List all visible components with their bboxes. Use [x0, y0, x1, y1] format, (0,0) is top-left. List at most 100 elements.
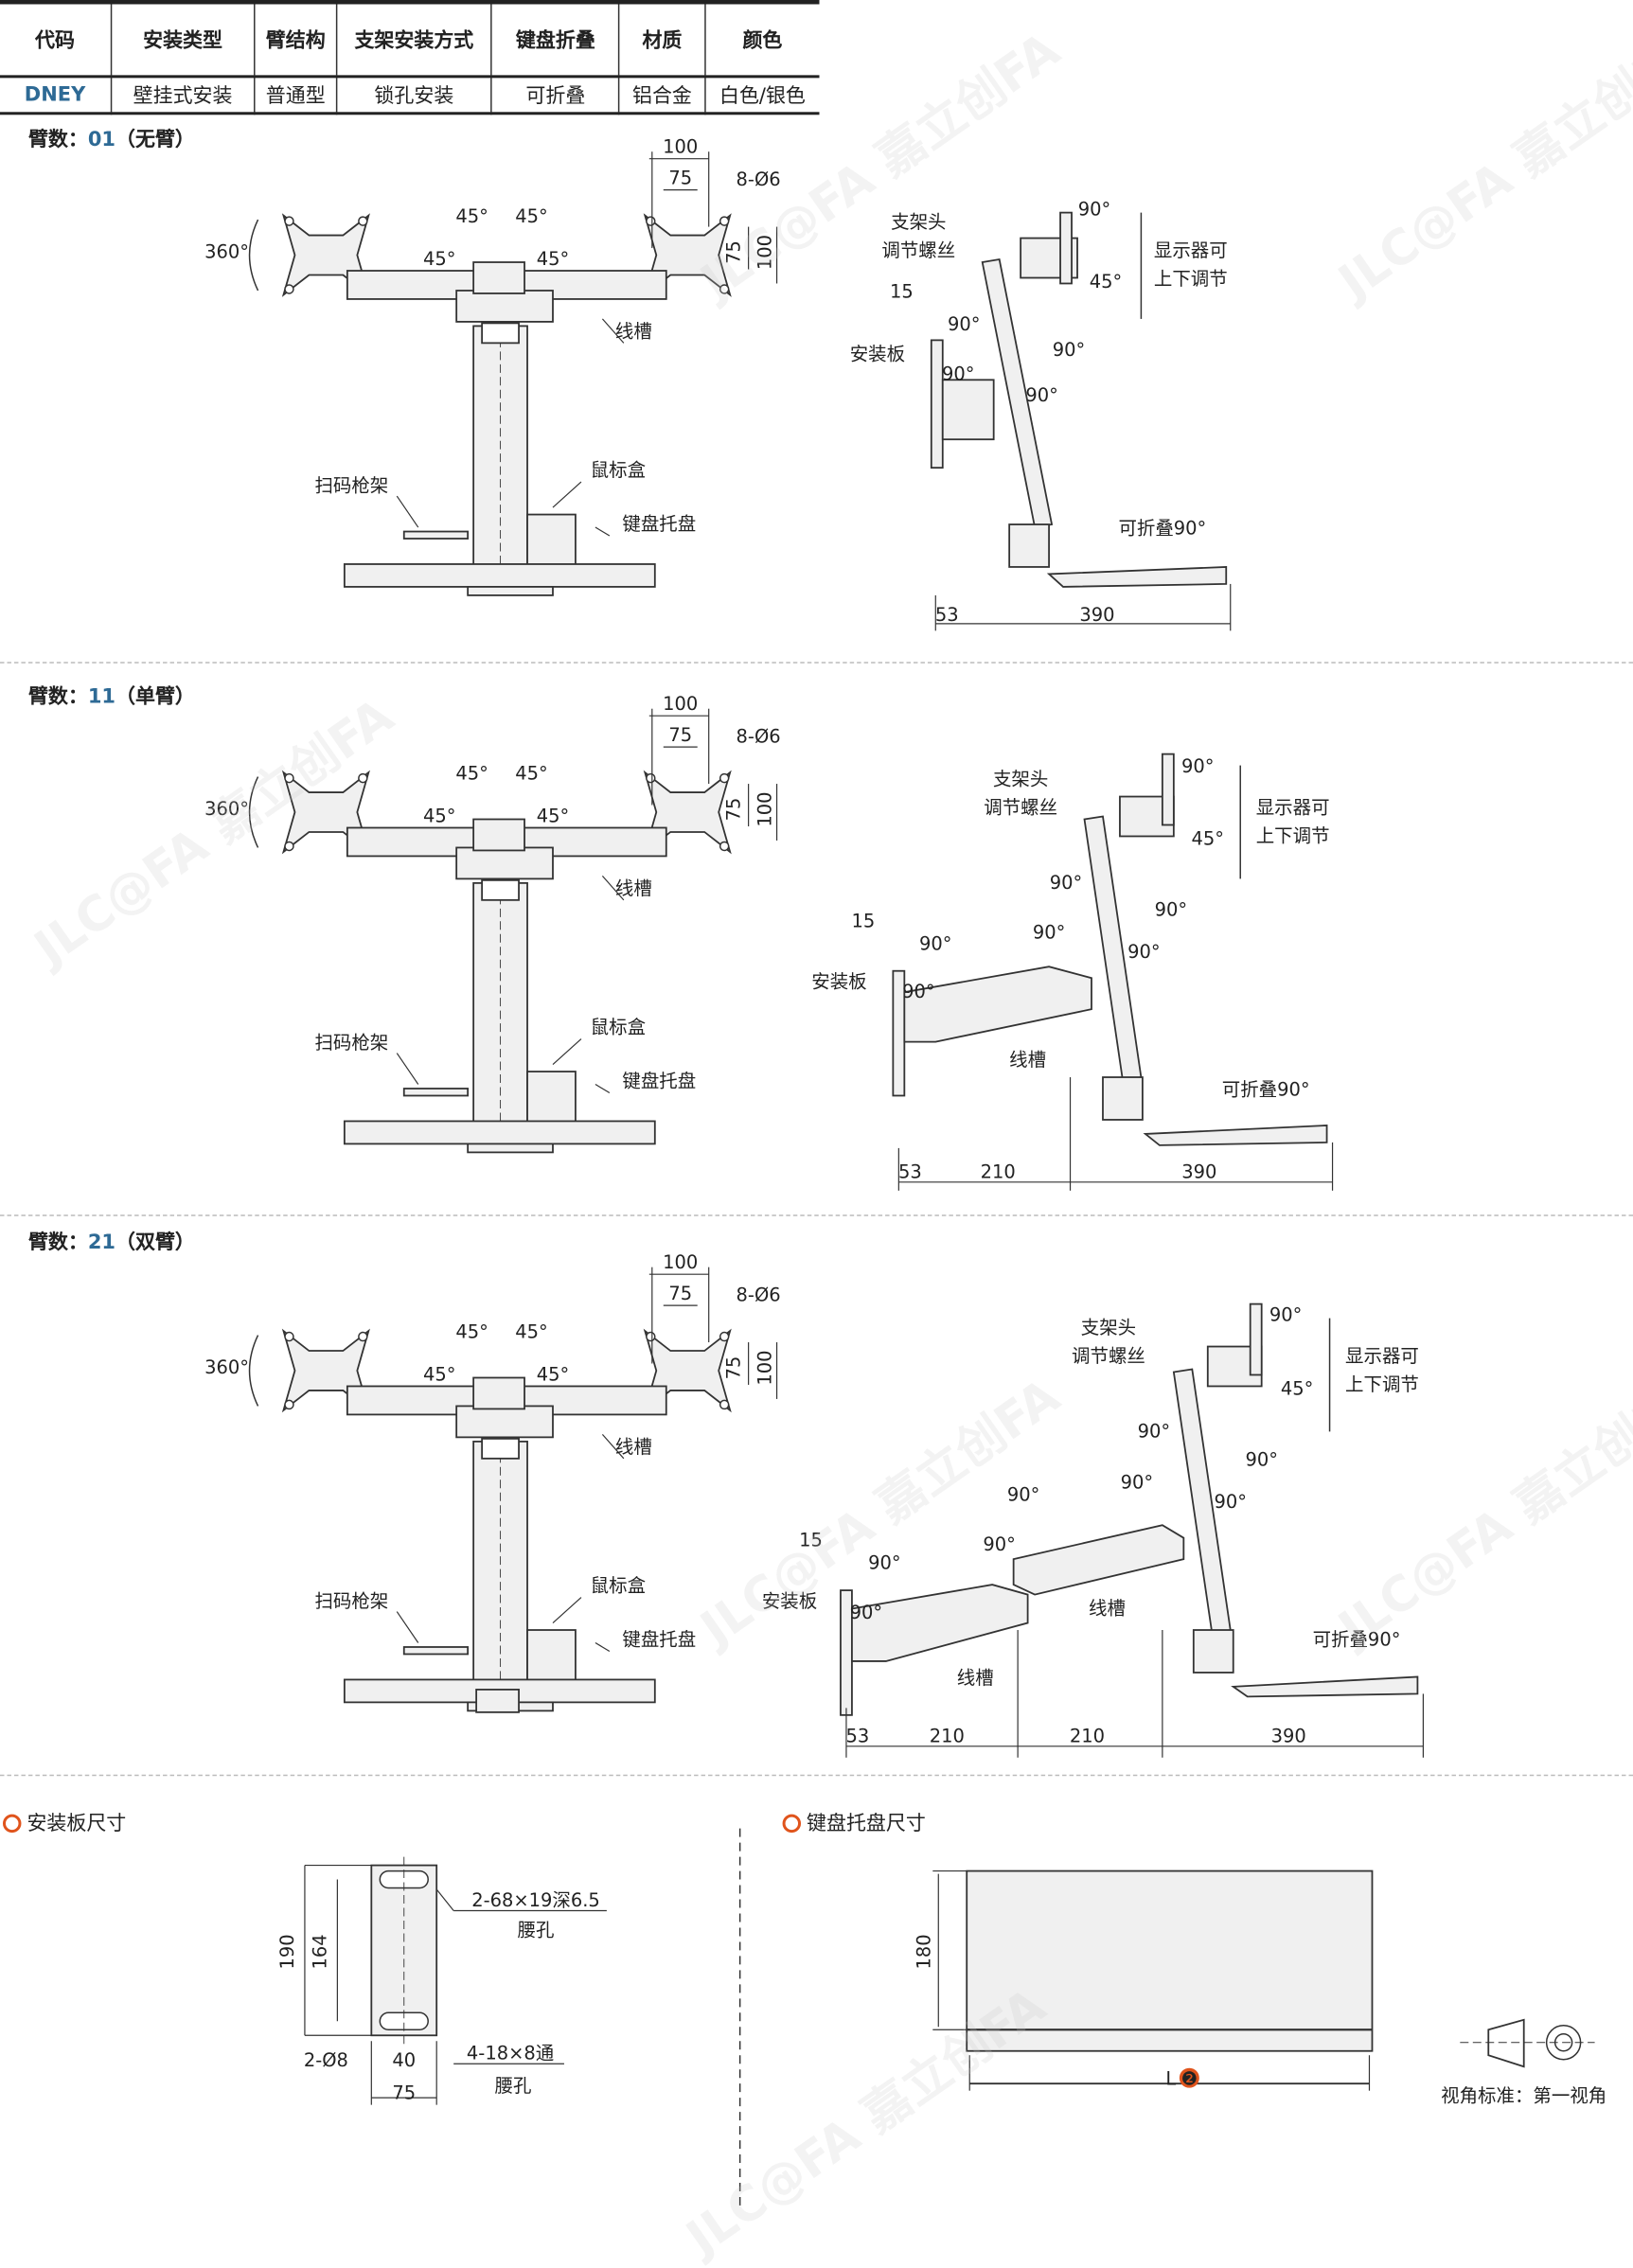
left-monitor-plate: [281, 770, 370, 855]
tray-height-label: 180: [913, 1934, 934, 1969]
dimension-label: 45°: [537, 248, 569, 270]
th-bracket-mount: 支架安装方式: [336, 2, 493, 77]
th-color: 颜色: [742, 29, 783, 53]
dimension-label: 45°: [537, 805, 569, 826]
side-view-label: 线槽: [1089, 1598, 1126, 1620]
tray-bracket: [467, 1143, 554, 1154]
dimension-label: 扫码枪架: [314, 475, 388, 497]
table-row: DNEY 壁挂式安装 普通型 锁孔安装 可折叠 铝合金 白色/银色: [0, 76, 820, 114]
arm-1: [851, 1584, 1029, 1662]
dimension-label: 键盘托盘: [622, 513, 696, 535]
dimension-label: 8-Ø6: [737, 1285, 781, 1306]
side-view-label: 可折叠90°: [1118, 518, 1206, 540]
rotation-arrow-icon: [248, 1335, 259, 1407]
dimension-label: 45°: [515, 205, 547, 227]
dimension-label: 鼠标盒: [591, 1017, 646, 1038]
side-view-label: 90°: [1127, 941, 1160, 963]
side-view-label: 支架头: [891, 211, 946, 233]
dimension-label: 45°: [455, 763, 488, 785]
mount-hole: [284, 1399, 294, 1410]
upright-pole: [981, 257, 1054, 529]
mount-hole: [719, 841, 730, 852]
side-view-label: 可折叠90°: [1222, 1078, 1310, 1100]
column-clamp: [481, 1437, 520, 1460]
dimension-label: 100: [754, 791, 776, 826]
monitor-bracket: [1161, 753, 1175, 826]
plate-dimension-label: 164: [309, 1934, 330, 1969]
keyboard-tray-side: [1231, 1675, 1419, 1698]
column-clamp: [481, 878, 520, 901]
side-view-label: 线槽: [1009, 1049, 1046, 1071]
center-joint: [472, 261, 525, 294]
section-title-21: 臂数：21（双臂）: [28, 1228, 195, 1256]
mount-hole: [719, 1331, 730, 1342]
dimension-label: 75: [723, 798, 745, 822]
dimension-label: 45°: [423, 248, 455, 270]
cell-color: 白色/银色: [719, 84, 806, 108]
dimension-label: 线槽: [615, 877, 652, 899]
side-view-label: 45°: [1192, 827, 1224, 849]
mount-hole: [646, 216, 656, 226]
side-view-label: 90°: [919, 932, 951, 954]
leader-line: [396, 495, 419, 528]
note-number: ❷: [1181, 2068, 1198, 2090]
mount-hole: [284, 772, 294, 784]
side-view-label: 上下调节: [1154, 268, 1228, 290]
title-prefix: 臂数：: [27, 685, 88, 709]
dimension-label: 75: [668, 1283, 692, 1304]
cell-bracket-mount: 锁孔安装: [336, 76, 493, 114]
dimension-label: 100: [754, 1350, 776, 1385]
scanner-holder: [402, 1088, 470, 1097]
dimension-label: 8-Ø6: [737, 168, 781, 190]
mouse-box: [526, 513, 577, 567]
rotation-arrow-icon: [248, 776, 259, 848]
section-divider: [0, 1774, 1633, 1777]
section-title-11: 臂数：11（单臂）: [28, 682, 195, 710]
dimension-label: 360°: [204, 241, 249, 263]
side-view-label: 390: [1271, 1725, 1306, 1746]
arm-code: 21: [87, 1231, 116, 1255]
side-view-label: 90°: [850, 1602, 882, 1623]
side-view-label: 53: [846, 1725, 870, 1746]
side-view-label: 90°: [1007, 1484, 1039, 1506]
tray-hinge: [1102, 1076, 1144, 1121]
dimension-label: 75: [668, 168, 692, 189]
dimension-label: 360°: [204, 1356, 249, 1378]
dimension-label: 75: [723, 240, 745, 264]
tray-hinge: [1192, 1629, 1234, 1674]
side-view-label: 上下调节: [1345, 1373, 1419, 1395]
dimension-label: 45°: [515, 763, 547, 785]
side-view-label: 调节螺丝: [881, 239, 955, 261]
side-view-label: 90°: [1245, 1448, 1277, 1470]
side-view-label: 90°: [1155, 898, 1187, 920]
side-view-label: 15: [799, 1530, 823, 1551]
arm-hub: [455, 290, 554, 323]
center-joint: [472, 1376, 525, 1410]
mount-hole: [719, 284, 730, 294]
note-badge: [1179, 2067, 1199, 2088]
title-prefix: 臂数：: [27, 1231, 88, 1255]
plate-dimension-label: 腰孔: [518, 1919, 555, 1940]
th-arm-structure: 臂结构: [255, 2, 337, 77]
dimension-label: 线槽: [615, 320, 652, 342]
mount-hole: [719, 1399, 730, 1410]
side-view-label: 调节螺丝: [1072, 1345, 1145, 1367]
dimension-label: 75: [668, 724, 692, 746]
side-view-label: 210: [1070, 1725, 1105, 1746]
dimension-label: 键盘托盘: [622, 1071, 696, 1092]
cell-material: 铝合金: [619, 76, 706, 114]
cell-install-type: 壁挂式安装: [110, 76, 257, 114]
side-view-label: 上下调节: [1256, 824, 1330, 846]
cell-code: DNEY: [0, 76, 112, 114]
leader-line: [396, 1611, 419, 1643]
dimension-label: 扫码枪架: [314, 1032, 388, 1054]
side-view-label: 90°: [1033, 921, 1065, 943]
side-view-label: 390: [1079, 604, 1114, 626]
dimension-label: 鼠标盒: [591, 459, 646, 481]
leader-line: [595, 526, 611, 537]
side-view-label: 调节螺丝: [984, 797, 1057, 819]
side-view-label: 90°: [1078, 199, 1110, 221]
mount-hole: [358, 1331, 368, 1342]
